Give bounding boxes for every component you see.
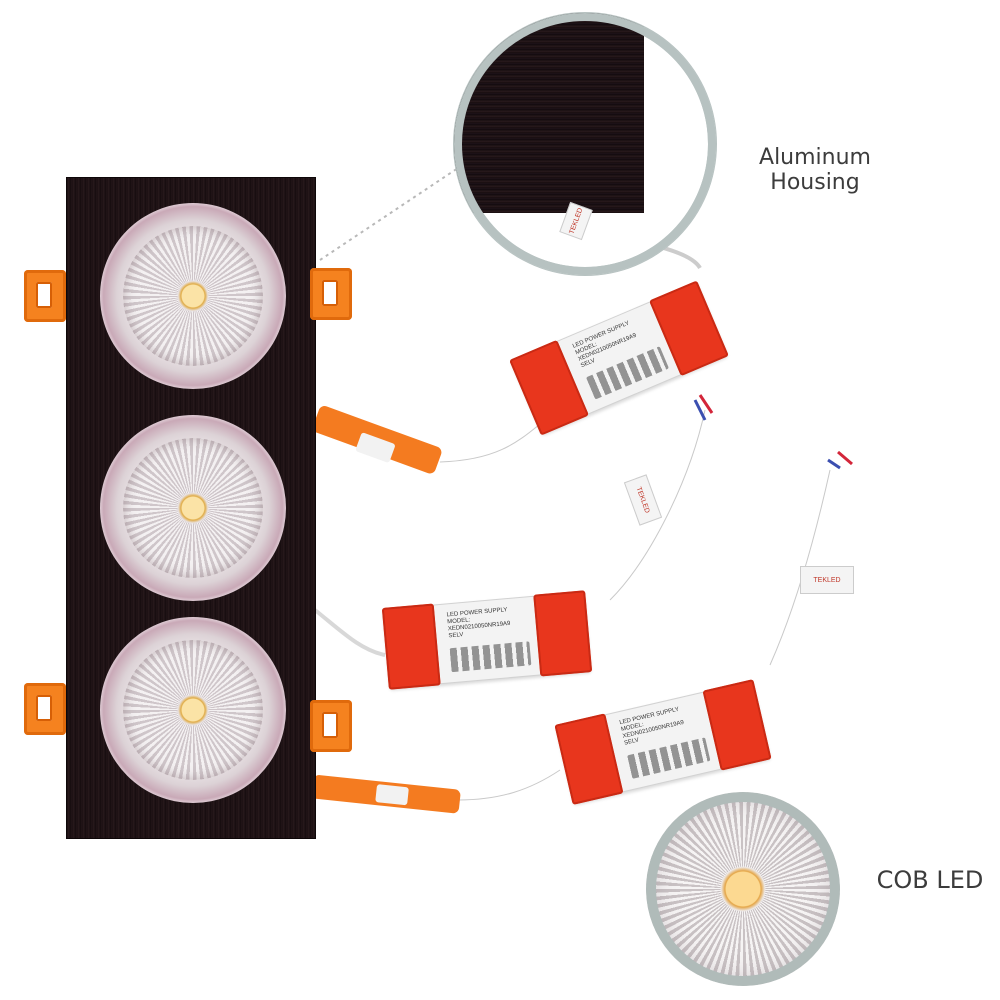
wire-tag-1-text: TEKLED [635,485,651,514]
wire-tag-2-text: TEKLED [813,576,841,584]
housing-zoom-circle: TEKLED [454,13,716,275]
cob-led-zoom-circle [646,792,840,986]
wire-tip-red-2 [837,450,853,466]
certification-marks-icon [449,641,532,673]
cob-reflector-icon [123,438,263,578]
wire-tip-blue [693,399,707,421]
wire-2-top-outline [609,409,706,601]
downlight-middle [100,415,286,601]
spring-clip-bottom-right [310,700,352,752]
wire-3 [457,767,562,803]
psu-label: LED POWER SUPPLY MODEL: XEDN0210050NR19A… [446,605,528,640]
spring-clip-bottom-left [24,683,66,735]
downlight-bottom [100,617,286,803]
wire-1 [439,418,547,465]
connector-3-sleeve [375,784,409,806]
power-supply-2: LED POWER SUPPLY MODEL: XEDN0210050NR19A… [381,590,593,690]
wire-3-outline [457,769,561,801]
cob-reflector-icon [123,226,263,366]
wire-tag-2: TEKLED [800,566,854,594]
spring-clip-top-left [24,270,66,322]
downlight-top [100,203,286,389]
cob-led-label: COB LED [876,866,984,894]
connector-1-sleeve [355,432,395,463]
aluminum-housing-label-line1: Aluminum [759,145,871,170]
psu-cap-left [381,603,441,690]
cob-reflector-icon [123,640,263,780]
wire-tip-red [698,394,714,414]
zoom-leader-line [319,159,471,261]
brand-tag-text: TEKLED [568,207,584,236]
brushed-texture [454,13,644,213]
wire-tip-blue-2 [827,458,841,470]
wire-2 [313,608,386,657]
psu-cap-right [533,590,593,677]
aluminum-housing-label-line2: Housing [770,170,860,195]
aluminum-housing-label: Aluminum Housing [750,145,880,195]
spring-clip-top-right [310,268,352,320]
